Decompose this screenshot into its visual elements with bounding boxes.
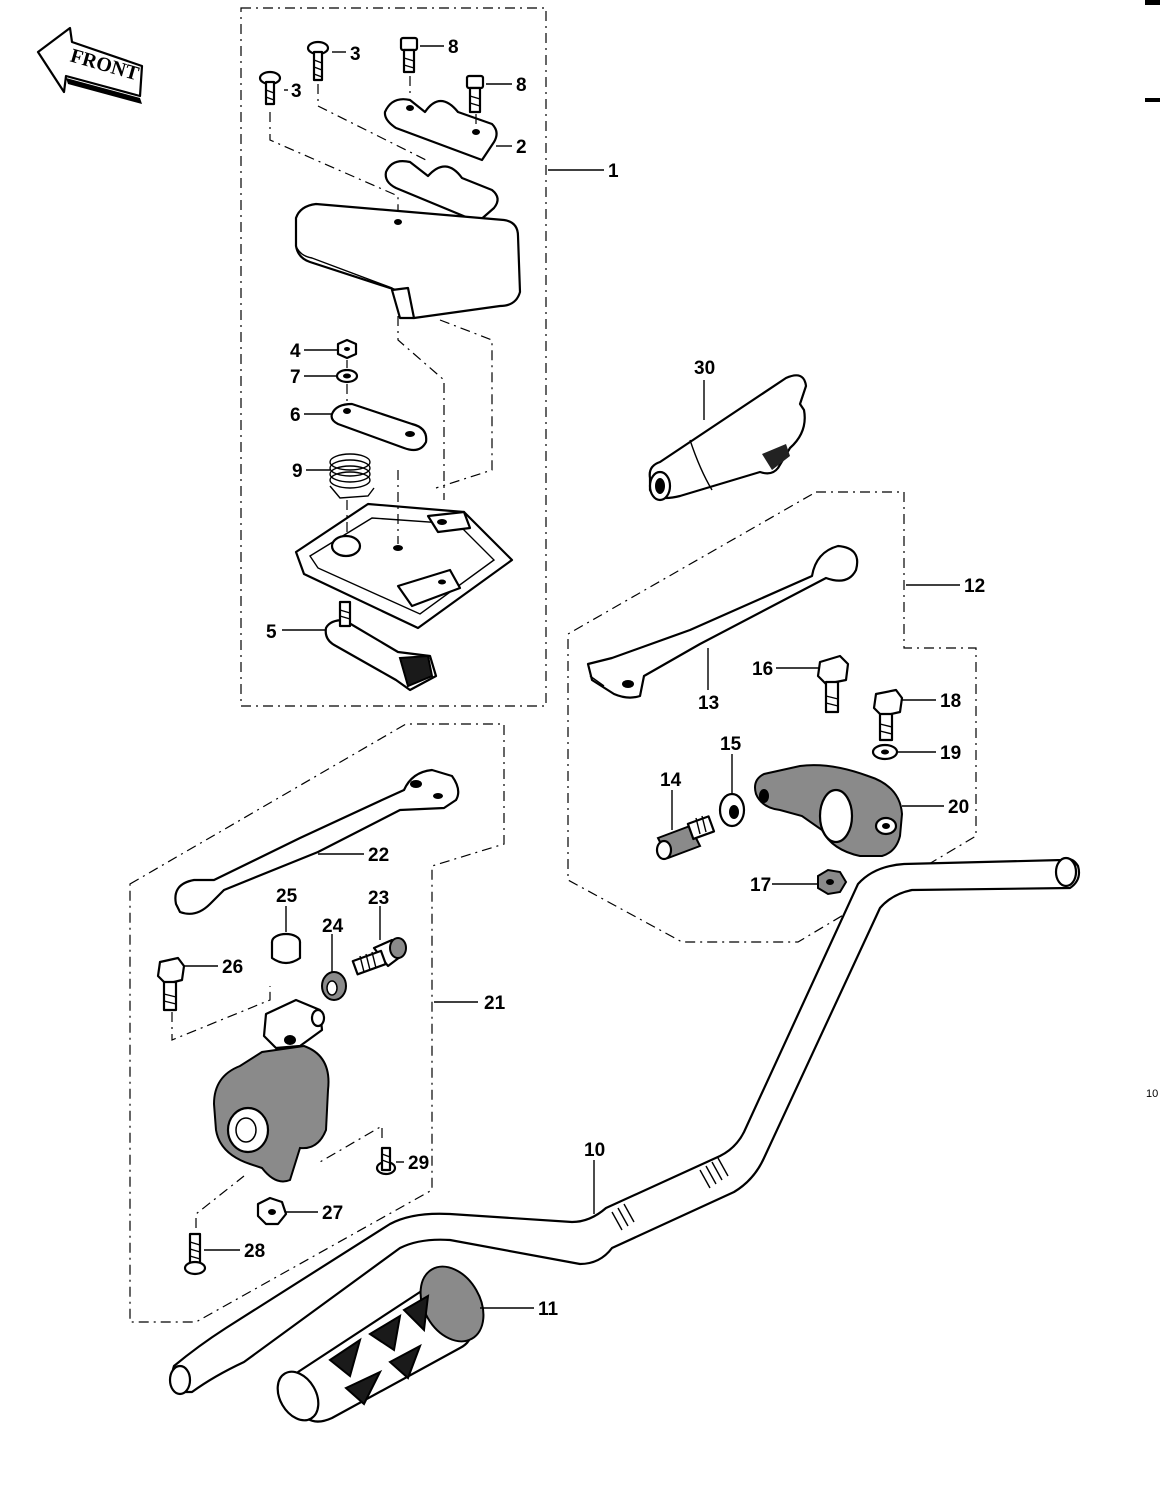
lever-arm-6-icon: [330, 402, 428, 452]
callout-20: 20: [948, 797, 969, 818]
bolt-18-icon: [872, 688, 904, 742]
callout-7: 7: [290, 367, 301, 388]
callout-24: 24: [322, 916, 344, 937]
assembly-12-boundary: [567, 491, 977, 943]
callout-1: 1: [608, 161, 619, 182]
nut-17-icon: [817, 868, 848, 896]
page-reference: 10: [1146, 1088, 1158, 1100]
bolt-16-icon: [816, 654, 850, 714]
callout-22: 22: [368, 845, 389, 866]
callout-25: 25: [276, 886, 298, 907]
assembly-1-boundary: [240, 7, 547, 707]
callout-9: 9: [292, 461, 303, 482]
washer-7-icon: [335, 368, 359, 384]
callout-28: 28: [244, 1241, 265, 1262]
leader-lines: [184, 45, 960, 1309]
clamp-2-icon: [383, 98, 498, 162]
brake-lever-13-icon: [586, 544, 859, 699]
nut-27-icon: [256, 1196, 288, 1226]
callout-26: 26: [222, 957, 243, 978]
callout-11: 11: [538, 1299, 559, 1320]
screw-28-icon: [183, 1232, 207, 1276]
screw-29-icon: [375, 1146, 397, 1176]
cable-adjuster-23-icon: [351, 937, 407, 976]
callout-14: 14: [660, 770, 682, 791]
switch-housing-icon: [294, 502, 514, 630]
callout-5: 5: [266, 622, 277, 643]
callout-15: 15: [720, 734, 742, 755]
adjuster-14-icon: [655, 815, 716, 861]
reservoir-cap-icon: [294, 202, 522, 320]
handlebar-grip-11-icon: [276, 1265, 485, 1423]
callout-12: 12: [964, 576, 985, 597]
clutch-perch-icon: [212, 998, 330, 1183]
locknut-24-icon: [321, 971, 347, 1001]
front-arrow-icon: FRONT: [36, 26, 144, 104]
dust-cap-25-icon: [270, 932, 302, 965]
assembly-21-guide-lines: [171, 986, 383, 1228]
callout-4: 4: [290, 341, 301, 362]
callout-2: 2: [516, 137, 527, 158]
callout-3-upper: 3: [350, 44, 361, 65]
callout-19: 19: [940, 743, 961, 764]
edge-mark-top: [1145, 0, 1160, 5]
bolt-26-icon: [156, 956, 186, 1012]
callout-3-lower: 3: [291, 81, 302, 102]
callout-29: 29: [408, 1153, 429, 1174]
switch-plunger-5-icon: [324, 600, 438, 692]
screw-3-upper-icon: [306, 40, 330, 82]
callout-labels: 1 2 3 3 4 5 6 7 8 8 9 10 11 12 13 14 15 …: [222, 37, 985, 1320]
callout-6: 6: [290, 405, 301, 426]
callout-8-left: 8: [448, 37, 459, 58]
callout-16: 16: [752, 659, 773, 680]
callout-27: 27: [322, 1203, 343, 1224]
callout-23: 23: [368, 888, 389, 909]
callout-21: 21: [484, 993, 506, 1014]
handlebar-10-icon: [168, 856, 1081, 1396]
screw-3-lower-icon: [258, 70, 282, 106]
grip-cover-30-icon: [648, 374, 808, 502]
clutch-lever-22-icon: [174, 768, 460, 915]
callout-18: 18: [940, 691, 961, 712]
assembly-1-guide-lines: [269, 76, 493, 544]
edge-mark-mid: [1145, 98, 1160, 102]
bolt-8-left-icon: [399, 36, 419, 74]
callout-10: 10: [584, 1140, 605, 1161]
clamp-lower-half-icon: [384, 160, 499, 224]
callout-17: 17: [750, 875, 771, 896]
bolt-8-right-icon: [465, 74, 485, 114]
spring-9-icon: [329, 453, 375, 499]
callout-30: 30: [694, 358, 715, 379]
nut-4-icon: [336, 338, 358, 360]
callout-8-right: 8: [516, 75, 527, 96]
callout-13: 13: [698, 693, 719, 714]
locknut-15-icon: [718, 792, 746, 828]
washer-19-icon: [871, 743, 899, 761]
lever-bracket-20-icon: [754, 764, 904, 857]
